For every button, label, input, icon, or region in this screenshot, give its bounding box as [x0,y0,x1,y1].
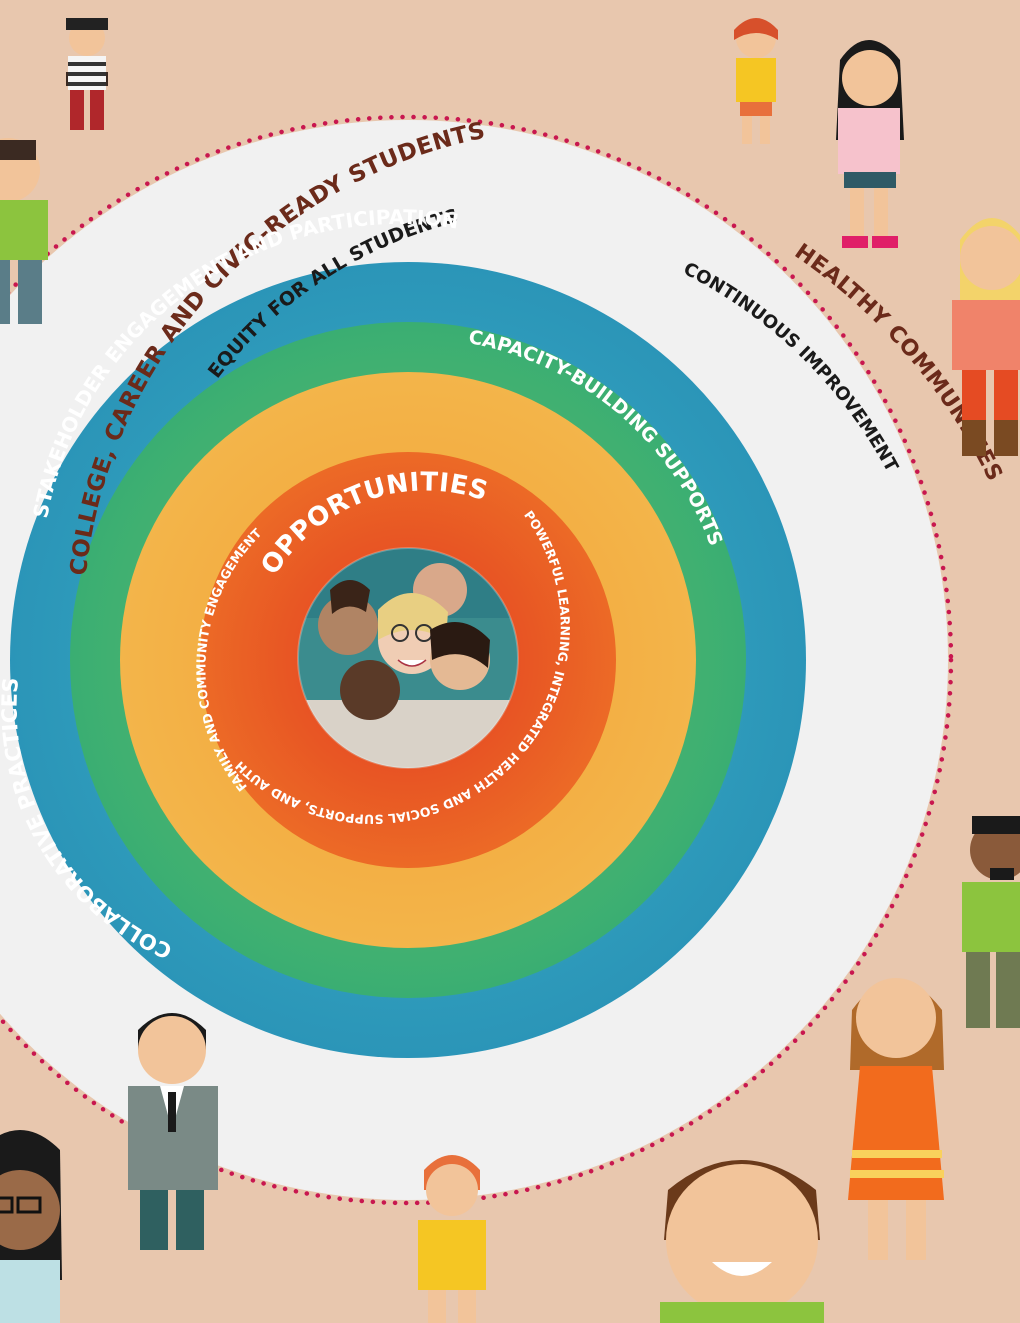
group-of-students-photo [298,548,518,768]
cartoon-person-icon [418,1155,486,1323]
cartoon-person-icon [66,18,108,130]
dotted-border [0,114,954,1206]
cartoon-person-icon [128,1013,218,1250]
cartoon-person-icon [734,18,778,144]
cartoon-person-icon [660,1160,824,1323]
cartoon-person-icon [0,1130,62,1323]
cartoon-person-icon [0,138,48,324]
cartoon-person-icon [952,218,1020,456]
cartoon-person-icon [836,40,904,248]
cartoon-person-icon [848,978,944,1260]
cartoon-person-icon [962,816,1020,1028]
